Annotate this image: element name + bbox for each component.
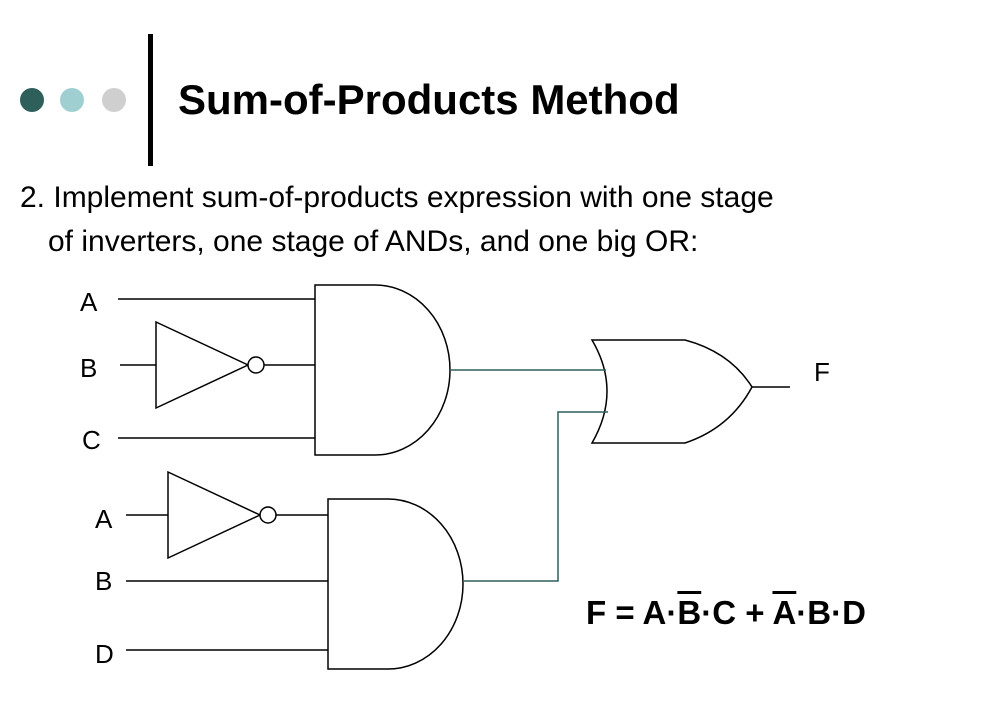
bullet-dot-dark (20, 88, 44, 112)
formula-b-complement: B (677, 594, 702, 631)
or-gate (590, 339, 753, 444)
inverter-b-bubble (247, 356, 265, 374)
input-label-a-bottom: A (95, 504, 113, 534)
boolean-expression: F = A·B·C + A·B·D (586, 594, 866, 632)
formula-mid: ·C + (701, 594, 773, 631)
inverter-a-bubble (259, 506, 277, 524)
formula-rest: ·B·D (796, 594, 866, 631)
bullet-dot-gray (102, 88, 126, 112)
wire-and2-to-or (464, 411, 608, 582)
slide-body: 2. Implement sum-of-products expression … (20, 176, 990, 264)
input-label-a-top: A (80, 287, 98, 317)
title-divider (148, 34, 153, 166)
bullet-dot-teal (60, 88, 84, 112)
body-line-2: of inverters, one stage of ANDs, and one… (48, 225, 699, 258)
body-line-1: 2. Implement sum-of-products expression … (20, 181, 774, 214)
input-label-b-top: B (80, 353, 98, 383)
and-gate-bottom (327, 498, 464, 670)
formula-a-complement: A (772, 594, 797, 631)
input-label-c: C (82, 425, 101, 455)
formula-lhs: F = A· (586, 594, 678, 631)
inverter-a (167, 470, 262, 560)
input-label-b-bottom: B (95, 566, 113, 596)
inverter-b (155, 320, 250, 410)
and-gate-top (314, 284, 451, 456)
slide-title: Sum-of-Products Method (178, 76, 680, 123)
input-label-d: D (95, 639, 114, 669)
output-label-f: F (814, 357, 830, 387)
